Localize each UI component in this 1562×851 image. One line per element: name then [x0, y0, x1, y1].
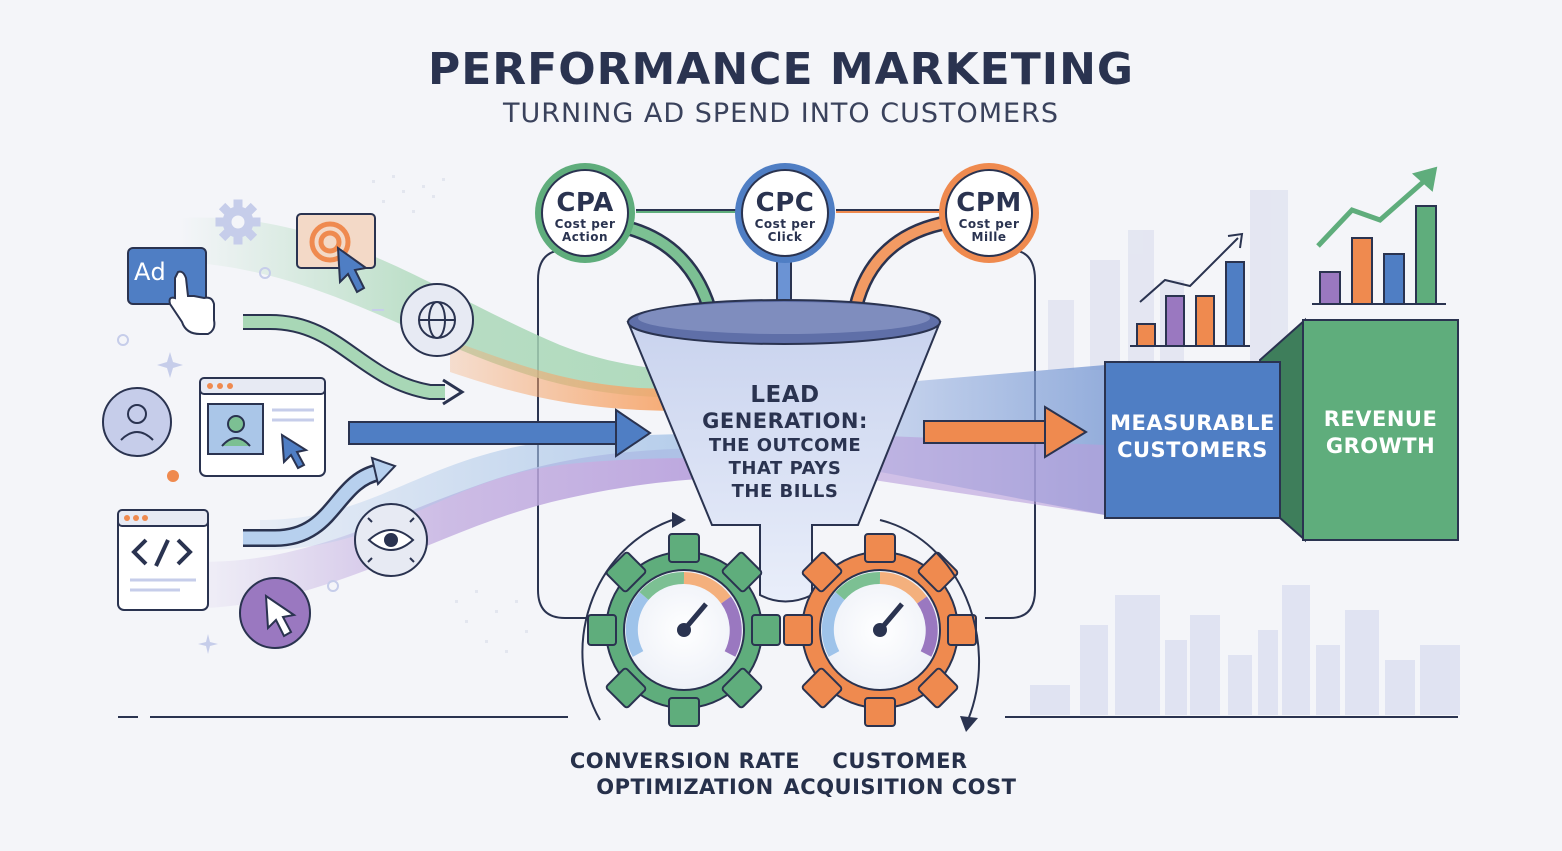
- decorative-dots: [117, 267, 384, 592]
- cro-line-1: CONVERSION RATE: [569, 749, 801, 773]
- ad-badge-label: Ad: [134, 258, 167, 286]
- metric-abbr: CPC: [755, 188, 815, 218]
- ad-badge-icon: [127, 247, 216, 335]
- cro-cycle-arrow: [581, 519, 673, 721]
- blue-arrow-shaft: [348, 421, 620, 445]
- page-subtitle: TURNING AD SPEND INTO CUSTOMERS: [502, 98, 1059, 129]
- output-purple-band: [860, 435, 1105, 515]
- measurable-customers-label: MEASURABLE CUSTOMERS: [1105, 410, 1280, 464]
- funnel-line-4: THAT PAYS: [728, 458, 842, 479]
- cpc-circle: [735, 163, 835, 263]
- page-title: PERFORMANCE MARKETING: [427, 44, 1135, 95]
- blue-arrow-head: [615, 408, 652, 458]
- click-target-icon: [296, 213, 376, 294]
- cac-label: CUSTOMER ACQUISITION COST: [780, 748, 1020, 800]
- code-window-icon: [117, 509, 209, 611]
- funnel-line-1: LEAD: [750, 382, 820, 408]
- cac-line-1: CUSTOMER: [832, 749, 968, 773]
- metric-desc-line1: Cost per: [554, 217, 616, 231]
- browser-profile-icon: [199, 377, 326, 477]
- cac-cycle-arrow: [879, 519, 981, 721]
- output-arrow-head: [1044, 405, 1088, 459]
- growth-chart-large: [1312, 166, 1446, 305]
- gear-icon: [215, 199, 261, 245]
- cro-gear: [587, 533, 781, 727]
- metric-desc-line2: Mille: [971, 230, 1007, 244]
- measurable-box: [1104, 361, 1281, 519]
- cursor-icon: [239, 577, 311, 649]
- metric-desc-line2: Click: [767, 230, 803, 244]
- cro-label: CONVERSION RATE OPTIMIZATION: [550, 748, 820, 800]
- cpa-circle: [535, 163, 635, 263]
- revenue-growth-label: REVENUE GROWTH: [1303, 406, 1458, 460]
- frame-connector: [537, 249, 610, 619]
- funnel-graphic: [626, 299, 942, 603]
- output-arrow-shaft: [923, 420, 1049, 444]
- cro-line-2: OPTIMIZATION: [596, 775, 774, 799]
- frame-connector-right: [985, 249, 1036, 619]
- orange-ribbon: [450, 340, 700, 412]
- sparkle-icon: [157, 352, 218, 654]
- metric-cpc: CPC Cost per Click: [743, 188, 827, 244]
- globe-icon: [400, 283, 474, 357]
- revenue-line-2: GROWTH: [1325, 434, 1436, 458]
- user-profile-icon: [102, 387, 172, 457]
- funnel-line-2: GENERATION:: [702, 409, 868, 433]
- eye-icon: [354, 503, 428, 577]
- revenue-line-1: REVENUE: [1323, 407, 1438, 431]
- cpm-circle: [939, 163, 1039, 263]
- cac-gear: [783, 533, 977, 727]
- measurable-line-1: MEASURABLE: [1110, 411, 1275, 435]
- metric-abbr: CPM: [956, 188, 1022, 218]
- metric-desc-line1: Cost per: [754, 217, 816, 231]
- funnel-line-5: THE BILLS: [731, 481, 839, 502]
- revenue-box: [1302, 319, 1459, 541]
- metric-cpm: CPM Cost per Mille: [947, 188, 1031, 244]
- growth-chart-small: [1130, 232, 1250, 347]
- measurable-line-2: CUSTOMERS: [1117, 438, 1268, 462]
- city-skyline-right-bottom: [1030, 585, 1460, 715]
- metric-desc-line2: Action: [561, 230, 609, 244]
- metric-cpa: CPA Cost per Action: [543, 188, 627, 244]
- funnel-label: LEAD GENERATION: THE OUTCOME THAT PAYS T…: [680, 382, 890, 503]
- dotted-background-left: [372, 175, 528, 653]
- funnel-line-3: THE OUTCOME: [708, 435, 862, 456]
- metric-desc-line1: Cost per: [958, 217, 1020, 231]
- metric-abbr: CPA: [556, 188, 614, 218]
- cac-line-2: ACQUISITION COST: [783, 775, 1017, 799]
- purple-ribbon: [170, 448, 720, 609]
